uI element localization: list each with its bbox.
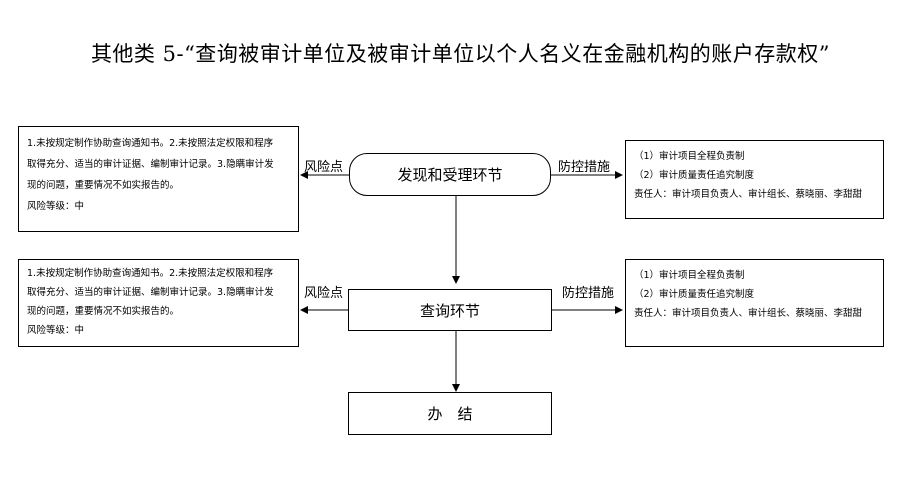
control-line: 责任人：审计项目负责人、审计组长、蔡晓丽、李甜甜 (634, 308, 863, 319)
node-complete: 办 结 (348, 392, 552, 435)
risk-line: 取得充分、适当的审计证据、编制审计记录。3.隐瞒审计发 (27, 287, 274, 298)
control-box-1: （1）审计项目全程负责制 （2）审计质量责任追究制度 责任人：审计项目负责人、审… (625, 140, 884, 219)
control-label-2: 防控措施 (562, 286, 615, 301)
risk-label-2: 风险点 (304, 286, 344, 301)
node-discovery: 发现和受理环节 (349, 153, 551, 196)
control-line: （2）审计质量责任追究制度 (634, 170, 755, 181)
control-line: （1）审计项目全程负责制 (634, 151, 745, 162)
risk-label-1: 风险点 (304, 160, 344, 175)
risk-line: 取得充分、适当的审计证据、编制审计记录。3.隐瞒审计发 (27, 159, 274, 170)
control-label-1: 防控措施 (558, 160, 611, 175)
risk-level: 风险等级：中 (27, 201, 85, 212)
risk-line: 1.未按规定制作协助查询通知书。2.未按照法定权限和程序 (27, 268, 274, 279)
risk-line: 现的问题，重要情况不如实报告的。 (27, 180, 180, 191)
control-line: （2）审计质量责任追究制度 (634, 289, 755, 300)
risk-line: 现的问题，重要情况不如实报告的。 (27, 306, 180, 317)
risk-level: 风险等级：中 (27, 325, 85, 336)
risk-line: 1.未按规定制作协助查询通知书。2.未按照法定权限和程序 (27, 138, 274, 149)
node-query: 查询环节 (348, 289, 552, 331)
control-line: （1）审计项目全程负责制 (634, 270, 745, 281)
control-line: 责任人：审计项目负责人、审计组长、蔡晓丽、李甜甜 (634, 189, 863, 200)
page-title: 其他类 5-“查询被审计单位及被审计单位以个人名义在金融机构的账户存款权” (90, 42, 831, 66)
risk-box-1: 1.未按规定制作协助查询通知书。2.未按照法定权限和程序 取得充分、适当的审计证… (18, 126, 299, 232)
risk-box-2: 1.未按规定制作协助查询通知书。2.未按照法定权限和程序 取得充分、适当的审计证… (18, 259, 299, 347)
control-box-2: （1）审计项目全程负责制 （2）审计质量责任追究制度 责任人：审计项目负责人、审… (625, 259, 884, 347)
